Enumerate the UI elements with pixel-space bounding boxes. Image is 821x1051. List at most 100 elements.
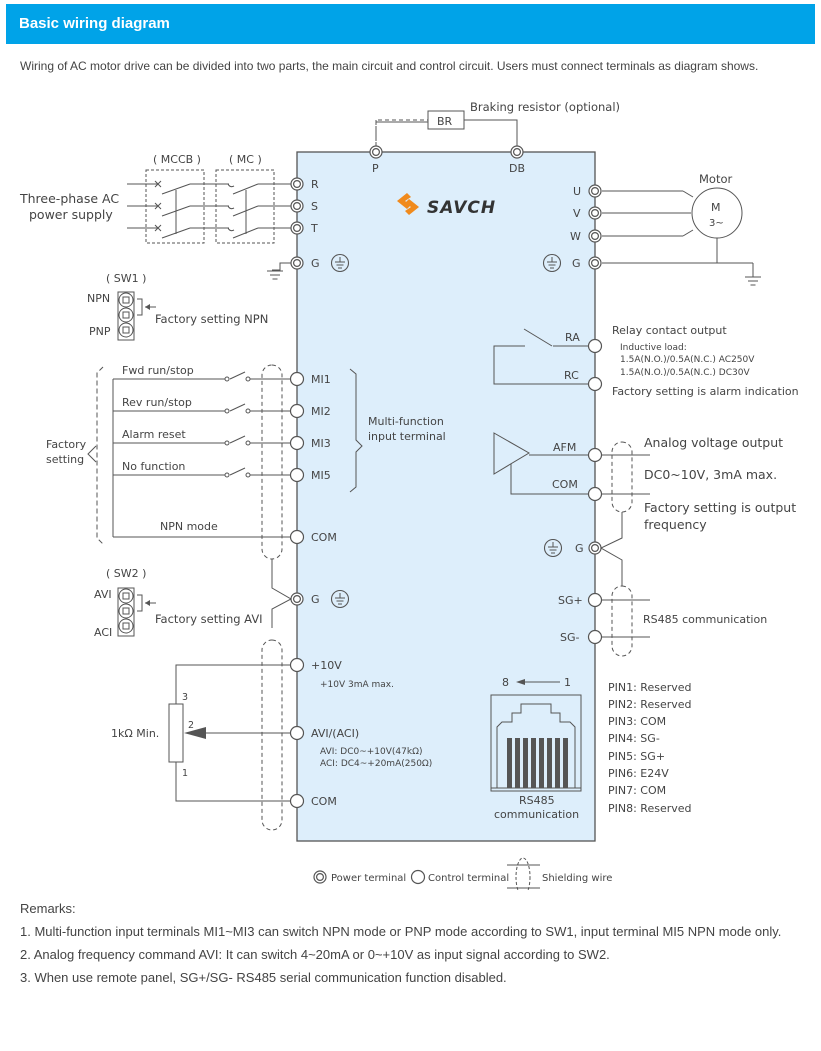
w-terminal-label: W <box>570 230 581 243</box>
sw2-title: ( SW2 ) <box>106 567 146 580</box>
sgp-label: SG+ <box>558 594 583 607</box>
analog-out-spec: DC0~10V, 3mA max. <box>644 467 777 482</box>
sw2-switch: ( SW2 ) AVI ACI Factory setting AVI G <box>94 559 350 639</box>
com-label-afm: COM <box>552 478 578 491</box>
ra-label: RA <box>565 331 580 344</box>
p-label: P <box>372 162 379 175</box>
relay-dc: 1.5A(N.O.)/0.5A(N.C.) DC30V <box>620 368 750 378</box>
pin-list: PIN1: Reserved PIN2: Reserved PIN3: COM … <box>608 681 692 815</box>
legend-shield: Shielding wire <box>542 873 612 884</box>
mi2-function: Rev run/stop <box>122 396 192 409</box>
r-terminal-label: R <box>311 178 319 191</box>
analog-out-factory-2: frequency <box>644 517 707 532</box>
t-terminal-label: T <box>310 222 318 235</box>
mi3-label: MI3 <box>311 437 331 450</box>
pot-pin2: 2 <box>188 720 194 731</box>
legend-power: Power terminal <box>331 873 406 884</box>
com-label-input: COM <box>311 531 337 544</box>
motor-label: Motor <box>699 172 733 186</box>
savch-logo: SAVCH <box>397 193 496 218</box>
relay-title: Relay contact output <box>612 324 727 337</box>
motor-output: Motor M 3~ U V W G <box>542 172 762 286</box>
v-terminal-label: V <box>573 207 581 220</box>
legend-control: Control terminal <box>428 873 509 884</box>
wiring-diagram: SAVCH BR Braking resistor (optional) P D… <box>19 100 799 890</box>
sw2-avi-label: AVI <box>94 588 112 601</box>
g-terminal-label-afm: G <box>575 542 584 555</box>
braking-resistor: BR Braking resistor (optional) P DB <box>369 100 620 175</box>
sw1-switch: ( SW1 ) NPN PNP Factory setting NPN <box>87 272 268 341</box>
g-terminal-label-shield: G <box>311 593 320 606</box>
com-label-analog: COM <box>311 795 337 808</box>
mi1-label: MI1 <box>311 373 331 386</box>
shielding-wire-icon <box>507 857 540 890</box>
relay-output: RA RC Relay contact output Inductive loa… <box>493 324 799 398</box>
mc-label: ( MC ) <box>229 153 262 166</box>
mi5-function: No function <box>122 460 185 473</box>
remarks-title: Remarks: <box>20 901 76 916</box>
control-terminal-icon <box>410 869 426 885</box>
aci-spec: ACI: DC4~+20mA(250Ω) <box>320 759 432 769</box>
supply-label-2: power supply <box>29 207 113 222</box>
mi2-label: MI2 <box>311 405 331 418</box>
relay-ac: 1.5A(N.O.)/0.5A(N.C.) AC250V <box>620 355 755 365</box>
avi-spec: AVI: DC0~+10V(47kΩ) <box>320 747 422 757</box>
pin-item: PIN2: Reserved <box>608 698 692 711</box>
remark-item: 3. When use remote panel, SG+/SG- RS485 … <box>20 970 507 985</box>
factory-setting-label-2: setting <box>46 453 84 466</box>
rc-label: RC <box>564 369 579 382</box>
rs485-caption-2: communication <box>494 808 579 821</box>
braking-label: Braking resistor (optional) <box>470 100 620 114</box>
sw1-pnp-label: PNP <box>89 325 111 338</box>
remarks: Remarks: 1. Multi-function input termina… <box>20 897 810 989</box>
mi3-function: Alarm reset <box>122 428 186 441</box>
db-label: DB <box>509 162 525 175</box>
legend: Power terminal Control terminal Shieldin… <box>313 857 612 890</box>
u-terminal-label: U <box>573 185 581 198</box>
pin-item: PIN6: E24V <box>608 767 669 780</box>
section-title: Basic wiring diagram <box>19 15 170 32</box>
db-terminal <box>510 145 524 159</box>
supply-label-1: Three-phase AC <box>19 191 119 206</box>
mi5-label: MI5 <box>311 469 331 482</box>
motor-icon <box>691 187 743 239</box>
pin-item: PIN7: COM <box>608 784 666 797</box>
pin-1-label: 1 <box>564 676 571 689</box>
drive-body <box>296 151 596 842</box>
sw1-title: ( SW1 ) <box>106 272 146 285</box>
sw1-note: Factory setting NPN <box>155 312 268 326</box>
pin-item: PIN3: COM <box>608 715 666 728</box>
relay-load: Inductive load: <box>620 343 687 353</box>
motor-phase: 3~ <box>709 218 724 229</box>
mi1-function: Fwd run/stop <box>122 364 194 377</box>
br-label: BR <box>437 115 453 128</box>
analog-input: 1kΩ Min. 3 2 1 +10V +10V 3mA max. AVI/(A… <box>111 639 432 831</box>
p-terminal <box>369 145 383 159</box>
p10v-spec: +10V 3mA max. <box>320 680 394 690</box>
multi-function-label-1: Multi-function <box>368 415 444 428</box>
power-terminal-icon <box>313 870 327 884</box>
pin-item: PIN4: SG- <box>608 732 660 745</box>
sw1-npn-label: NPN <box>87 292 110 305</box>
pin-item: PIN8: Reserved <box>608 802 692 815</box>
sgm-label: SG- <box>560 631 580 644</box>
potentiometer-label: 1kΩ Min. <box>111 727 159 740</box>
pin-item: PIN5: SG+ <box>608 750 665 763</box>
npn-mode-label: NPN mode <box>160 520 218 533</box>
multi-function-label-2: input terminal <box>368 430 446 443</box>
brand-name: SAVCH <box>427 198 496 218</box>
g-terminal-label-output: G <box>572 257 581 270</box>
rs485-port: SG+ SG- RS485 communication 8 1 RS485 co… <box>490 585 767 821</box>
rj45-pins <box>507 738 568 788</box>
pot-pin1: 1 <box>182 768 188 779</box>
intro-text: Wiring of AC motor drive can be divided … <box>20 59 759 73</box>
avi-label: AVI/(ACI) <box>311 727 359 740</box>
rs485-label: RS485 communication <box>643 613 767 626</box>
sw2-note: Factory setting AVI <box>155 612 263 626</box>
rs485-caption-1: RS485 <box>519 794 555 807</box>
analog-out-title: Analog voltage output <box>644 435 783 450</box>
motor-symbol: M <box>711 201 721 214</box>
mccb-label: ( MCCB ) <box>153 153 201 166</box>
analog-output: AFM COM G Analog voltage output DC0~10V,… <box>493 432 796 586</box>
pin-item: PIN1: Reserved <box>608 681 692 694</box>
